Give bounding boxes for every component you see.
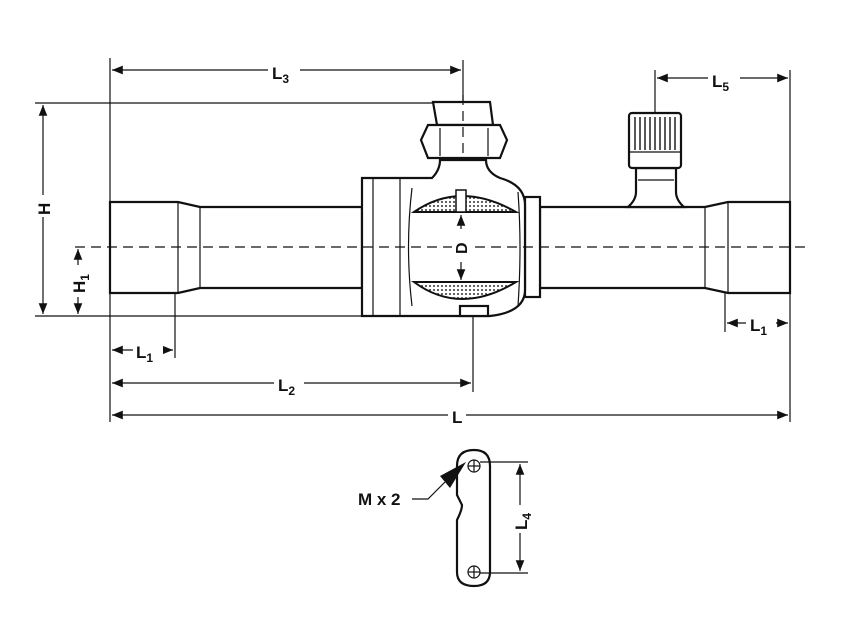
label-l5: L5: [712, 72, 729, 94]
label-l3: L3: [272, 64, 289, 86]
label-l: L: [452, 408, 462, 427]
label-h: H: [35, 203, 54, 215]
label-l2: L2: [278, 376, 295, 398]
valve-body: [360, 100, 542, 318]
label-hole-spec: M x 2: [358, 490, 401, 509]
label-l4: L4: [512, 513, 534, 530]
label-l1-right: L1: [750, 316, 767, 338]
right-pipe: [538, 200, 792, 295]
access-valve: [625, 111, 687, 209]
label-h1: H1: [70, 274, 92, 293]
mounting-bracket: L4 M x 2: [358, 448, 534, 588]
label-l1-left: L1: [136, 343, 153, 365]
dimension-labels: L3 L5 H H1 D L1 L1 L2 L: [33, 60, 776, 427]
label-d: D: [454, 242, 471, 254]
